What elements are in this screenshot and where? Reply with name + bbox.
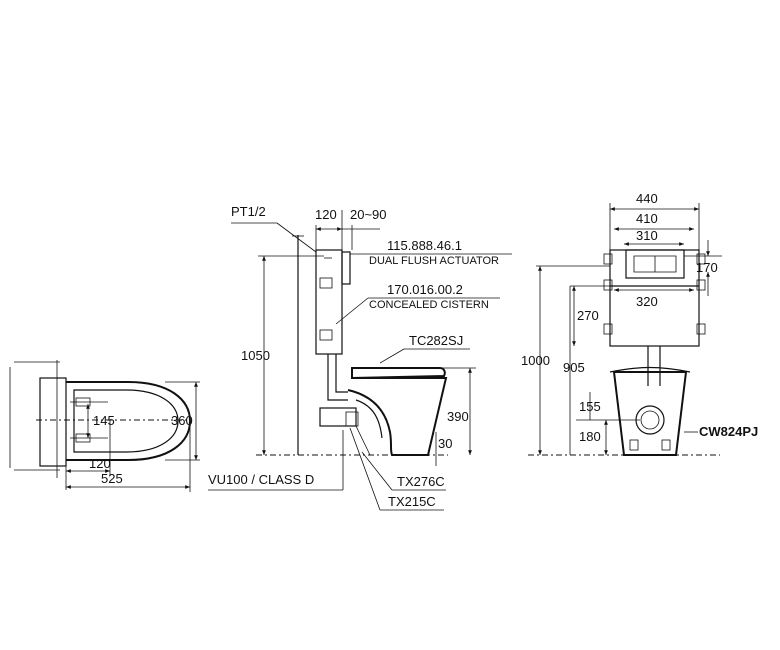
- side-dim-120: 120: [315, 207, 337, 222]
- front-actuator-plate: [625, 249, 685, 279]
- front-bowl-outline: [612, 371, 688, 456]
- side-cistern-frame: [315, 249, 343, 355]
- side-dim-20-90: 20~90: [350, 207, 387, 222]
- front-actuator-button: [633, 255, 677, 273]
- side-seat-lid: [351, 367, 446, 380]
- side-actuator-name: DUAL FLUSH ACTUATOR: [369, 255, 499, 267]
- front-seat-top: [609, 366, 691, 373]
- front-model-code: CW824PJ: [699, 424, 758, 439]
- plan-dim-145: 145: [93, 413, 115, 428]
- side-leader: [349, 427, 381, 511]
- side-waste-connector: [319, 407, 357, 427]
- plan-view: 145 360 120 525: [9, 360, 200, 492]
- side-valve-label: VU100 / CLASS D: [208, 472, 314, 487]
- front-dim-410: 410: [636, 211, 658, 226]
- side-cistern-name: CONCEALED CISTERN: [369, 299, 489, 311]
- front-view: 440 410 310 170 320 270 10: [521, 191, 758, 456]
- side-flush-pipe: [335, 354, 348, 393]
- side-actuator-code: 115.888.46.1: [387, 238, 462, 253]
- side-bracket: [319, 277, 333, 289]
- side-dim-1050: 1050: [241, 348, 270, 363]
- front-fixing: [629, 439, 639, 451]
- plan-dim-360: 360: [171, 413, 193, 428]
- front-dim-1000: 1000: [521, 353, 550, 368]
- front-dim-310: 310: [636, 228, 658, 243]
- plan-bowl-rim: [73, 389, 179, 453]
- side-actuator-plate: [341, 251, 351, 285]
- side-bowl-outline: [347, 377, 448, 456]
- front-dim-170: 170: [696, 260, 718, 275]
- side-pt-label: PT1/2: [231, 204, 266, 219]
- side-flush-pipe: [327, 354, 348, 401]
- front-dim-155: 155: [579, 399, 601, 414]
- front-bracket: [696, 279, 706, 291]
- front-dim-270: 270: [577, 308, 599, 323]
- front-dim-320: 320: [636, 294, 658, 309]
- front-bracket: [696, 323, 706, 335]
- plan-dim-120: 120: [89, 456, 111, 471]
- side-leader: [379, 348, 405, 364]
- side-bowl-inner: [355, 399, 383, 439]
- front-fixing: [661, 439, 671, 451]
- plan-frame-box: [39, 377, 67, 467]
- front-bracket: [603, 253, 613, 265]
- front-bracket: [603, 279, 613, 291]
- side-part-tx276: TX276C: [397, 474, 445, 489]
- side-bracket: [319, 329, 333, 341]
- side-waste-fitting: [345, 411, 359, 427]
- side-seat-code: TC282SJ: [409, 333, 463, 348]
- front-waste-inner: [640, 410, 660, 430]
- front-dim-180: 180: [579, 429, 601, 444]
- side-cistern-code: 170.016.00.2: [387, 282, 463, 297]
- front-bracket: [603, 323, 613, 335]
- side-leader: [276, 222, 317, 253]
- side-leader: [361, 451, 393, 491]
- side-dim-30: 30: [438, 436, 452, 451]
- front-dim-440: 440: [636, 191, 658, 206]
- side-dim-390: 390: [447, 409, 469, 424]
- side-leader: [335, 297, 369, 325]
- front-dim-905: 905: [563, 360, 585, 375]
- plan-dim-525: 525: [101, 471, 123, 486]
- side-view: 1050 PT1/2 120 20~90 115.888.46.1 DUAL F…: [208, 204, 512, 511]
- front-waste-outlet: [635, 405, 665, 435]
- side-part-tx215: TX215C: [388, 494, 436, 509]
- front-bracket: [696, 253, 706, 265]
- side-trap-line: [355, 425, 371, 456]
